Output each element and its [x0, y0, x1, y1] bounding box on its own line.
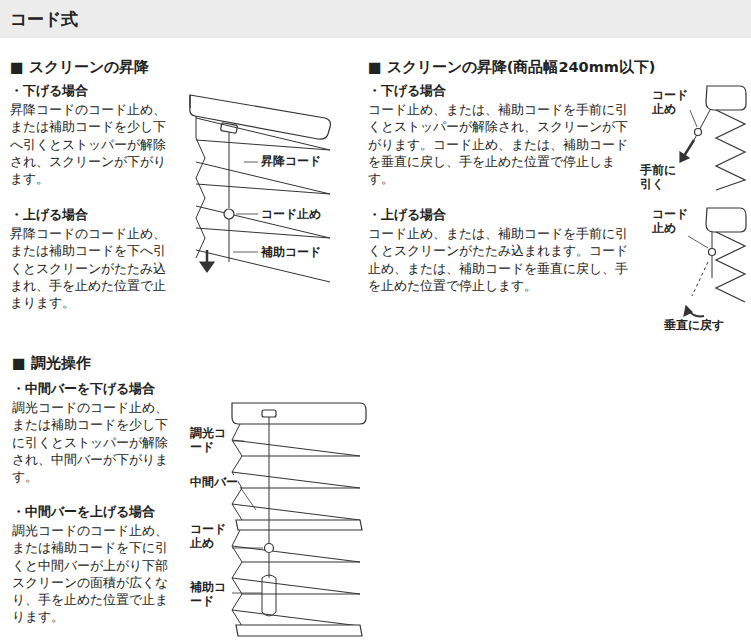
instruction-text: コード止め、または、補助コードを手前に引くとストッパーが解除され、スクリーンが下…	[368, 101, 632, 187]
action-label: 垂直に戻す	[664, 318, 724, 332]
page-title: コード式	[10, 8, 78, 30]
section-heading: ■ 調光操作	[12, 354, 91, 373]
title-bar	[0, 0, 751, 38]
case-heading: ・中間バーを上げる場合	[12, 503, 155, 520]
blind-figure-2	[680, 86, 746, 316]
case-heading: ・上げる場合	[368, 206, 446, 223]
part-label: コード止め	[190, 522, 228, 550]
part-label: 調光コード	[190, 426, 228, 454]
instruction-text: 調光コードのコード止め、または補助コードを少し下に引くとストッパーが解除され、中…	[12, 399, 178, 485]
instruction-text: 昇降コードのコード止め、または補助コードを下へ引くとスクリーンがたたみ込まれ、手…	[10, 225, 173, 311]
blind-figure-1	[190, 95, 331, 282]
part-label: 補助コード	[190, 580, 228, 608]
section-heading: ■ スクリーンの昇降	[10, 58, 149, 77]
part-label: コード止め	[652, 88, 688, 116]
part-label: 中間バー	[190, 475, 238, 489]
case-heading: ・下げる場合	[368, 82, 446, 99]
part-label: コード止め	[261, 207, 321, 221]
instruction-text: 昇降コードのコード止め、または補助コードを少し下へ引くとストッパーが解除され、ス…	[10, 101, 173, 187]
blind-figure-3	[232, 403, 366, 636]
case-heading: ・上げる場合	[10, 206, 88, 223]
instruction-text: 調光コードのコード止め、または補助コードを下に引くと中間バーが上がり下部スクリー…	[12, 522, 178, 626]
section-heading: ■ スクリーンの昇降(商品幅240mm以下)	[368, 58, 656, 77]
case-heading: ・中間バーを下げる場合	[12, 380, 155, 397]
instruction-text: コード止め、または、補助コードを手前に引くとスクリーンがたたみ込まれます。コード…	[368, 225, 632, 294]
case-heading: ・下げる場合	[10, 82, 88, 99]
part-label: コード止め	[652, 207, 688, 235]
action-label: 手前に引く	[640, 163, 676, 191]
part-label: 補助コード	[261, 245, 321, 259]
part-label: 昇降コード	[261, 154, 321, 168]
